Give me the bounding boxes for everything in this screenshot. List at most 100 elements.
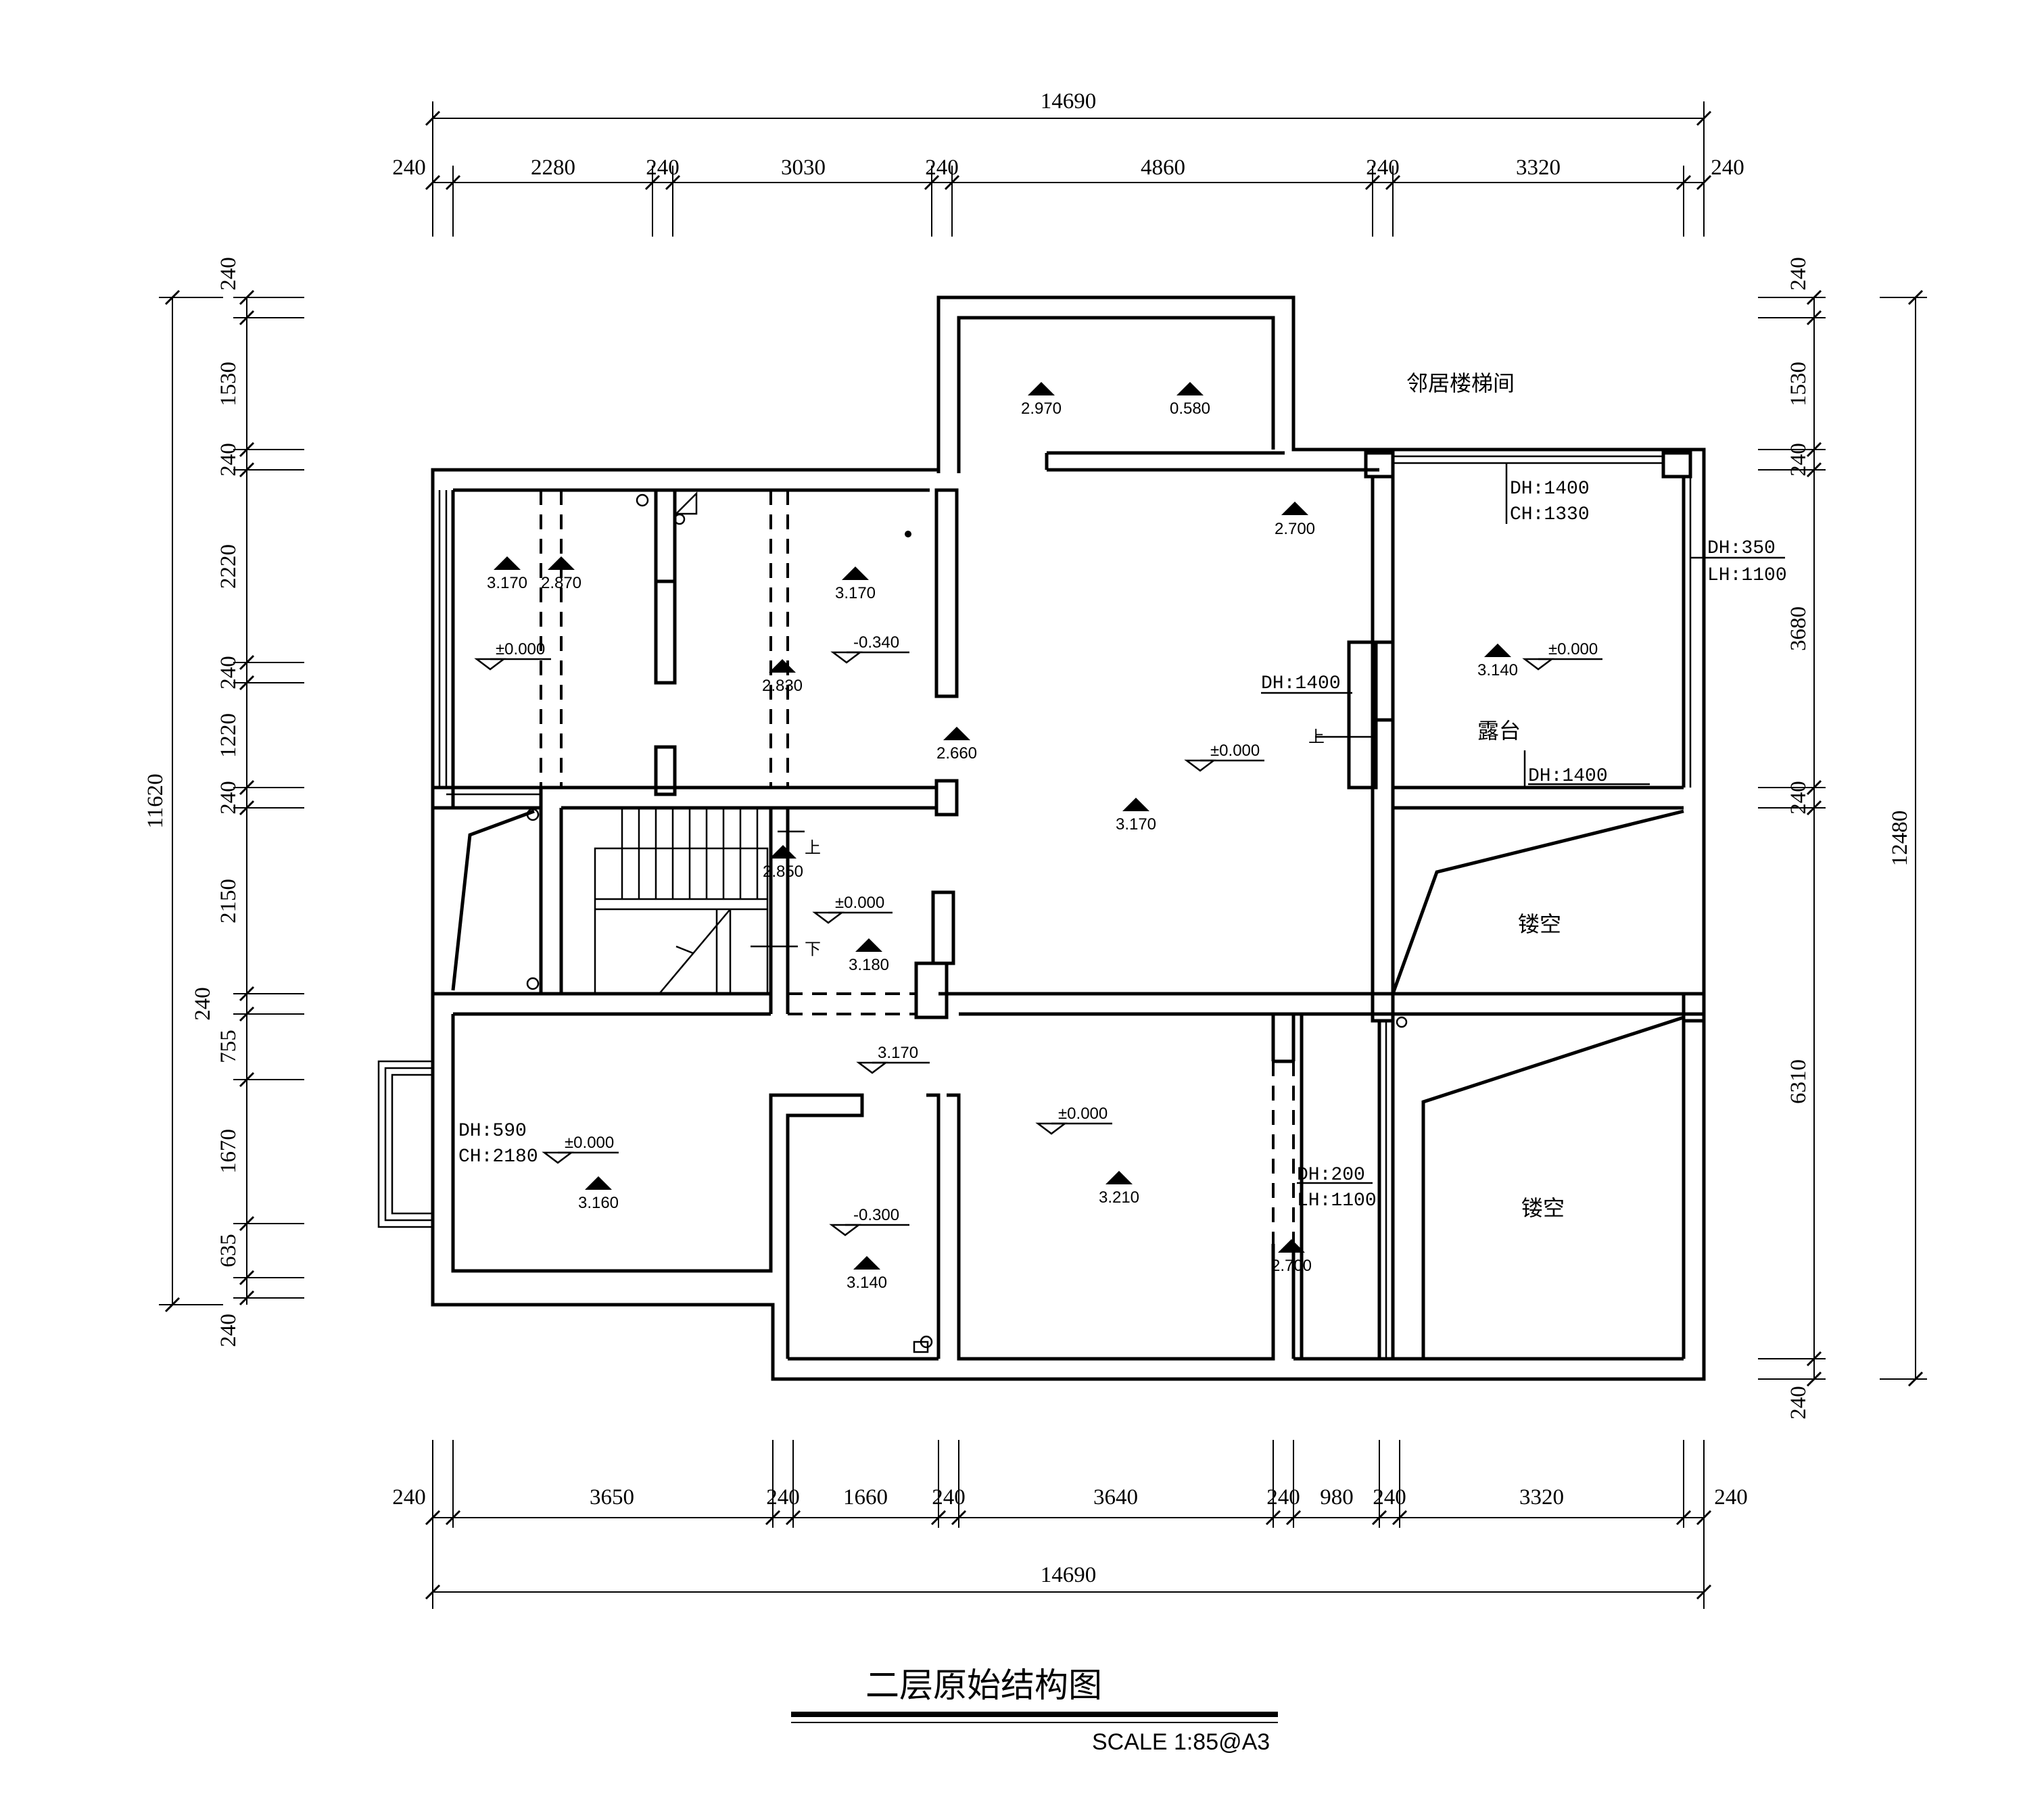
left-dim-2: 1530: [216, 362, 241, 406]
bay-ch-label: CH:2180: [458, 1147, 538, 1167]
left-dim-12: 635: [216, 1234, 241, 1268]
elev-3170a: 3.170: [487, 556, 527, 592]
top-dim-9: 240: [1711, 155, 1744, 180]
elev-2970: 2.970: [1021, 382, 1062, 418]
drawing-title-block: 二层原始结构图 SCALE 1:85@A3: [791, 1666, 1278, 1755]
level-markers: ±0.000 -0.340 ±0.000 ±0.000 ±0.000 3.170…: [474, 633, 1602, 1236]
level-e: ±0.000: [812, 894, 893, 924]
left-dim-5: 240: [216, 656, 241, 690]
svg-text:±0.000: ±0.000: [565, 1134, 614, 1152]
svg-text:3.180: 3.180: [849, 956, 889, 974]
walls: [377, 295, 1706, 1381]
elevation-markers: 2.970 0.580 2.700 3.170 2.870 3.170 2.83…: [487, 382, 1518, 1292]
top-dim-3: 240: [646, 155, 680, 180]
bay-dh-label: DH:590: [458, 1121, 527, 1142]
left-dim-1: 240: [216, 257, 241, 291]
window-ch-label: CH:1330: [1510, 504, 1590, 525]
top-dim-8: 3320: [1516, 155, 1561, 180]
bottom-dim-6: 3640: [1093, 1485, 1138, 1510]
opening-annotations: DH:1400 CH:1330 DH:350 LH:1100 DH:1400 D…: [458, 463, 1787, 1211]
level-c: ±0.000: [1184, 742, 1264, 772]
bottom-dim-5: 240: [932, 1485, 966, 1510]
right-dim-1: 240: [1786, 257, 1811, 291]
svg-text:±0.000: ±0.000: [1210, 742, 1260, 760]
svg-text:0.580: 0.580: [1170, 400, 1210, 418]
stair-up-label-2: 上: [1308, 728, 1325, 746]
bottom-dim-9: 240: [1373, 1485, 1406, 1510]
svg-text:3.140: 3.140: [1477, 661, 1518, 679]
staircase: 上 下 上: [594, 728, 1325, 995]
svg-text:3.160: 3.160: [578, 1194, 619, 1212]
top-total-dim: 14690: [1041, 89, 1097, 114]
left-dim-13: 240: [216, 1313, 241, 1347]
top-dim-5: 240: [925, 155, 959, 180]
svg-text:2.870: 2.870: [541, 574, 581, 592]
elev-3210: 3.210: [1099, 1171, 1139, 1207]
right-total-dim: 12480: [1888, 811, 1912, 867]
terrace-label: 露台: [1477, 718, 1521, 744]
bottom-dim-7: 240: [1266, 1485, 1300, 1510]
left-dim-8: 2150: [216, 879, 241, 923]
elev-2850: 2.850: [763, 845, 803, 881]
svg-text:3.170: 3.170: [487, 574, 527, 592]
elev-2700b: 2.700: [1271, 1239, 1312, 1275]
top-dimensions: 14690 240 2280 240 3030 240 4860 240 332…: [392, 89, 1744, 237]
left-dim-6: 1220: [216, 713, 241, 758]
bottom-dim-11: 240: [1714, 1485, 1748, 1510]
top-dim-4: 3030: [781, 155, 826, 180]
elev-2830: 2.830: [762, 659, 803, 695]
bottom-total-dim: 14690: [1041, 1563, 1097, 1587]
left-dim-10: 755: [216, 1030, 241, 1063]
elev-3170b: 3.170: [835, 566, 876, 602]
elev-3160: 3.160: [578, 1176, 619, 1212]
left-dim-3: 240: [216, 443, 241, 477]
elev-3170c: 3.170: [1116, 798, 1156, 834]
left-total-dim: 11620: [143, 773, 168, 828]
void-label-upper: 镂空: [1518, 911, 1561, 937]
svg-text:3.170: 3.170: [878, 1044, 918, 1062]
side-window-dh-label: DH:350: [1707, 538, 1776, 559]
level-h: ±0.000: [1035, 1105, 1112, 1135]
svg-text:3.210: 3.210: [1099, 1188, 1139, 1207]
right-dimensions: 240 1530 240 3680 240 6310 240 12480: [1758, 257, 1927, 1420]
void-label-lower: 镂空: [1521, 1195, 1565, 1221]
side-window-lh-label: LH:1100: [1707, 565, 1787, 586]
door-dh-label: DH:1400: [1261, 673, 1341, 694]
level-f: 3.170: [856, 1044, 930, 1074]
elev-2870: 2.870: [541, 556, 581, 592]
top-dim-6: 4860: [1141, 155, 1185, 180]
stair-down-label: 下: [805, 940, 821, 959]
level-b: -0.340: [830, 633, 909, 664]
right-dim-7: 240: [1786, 1386, 1811, 1420]
bottom-dim-8: 980: [1320, 1485, 1354, 1510]
top-dim-7: 240: [1366, 155, 1400, 180]
bottom-dim-10: 3320: [1519, 1485, 1564, 1510]
elev-2660: 2.660: [936, 727, 977, 763]
left-dim-7: 240: [216, 781, 241, 815]
elev-2700a: 2.700: [1275, 502, 1315, 538]
svg-text:3.170: 3.170: [835, 584, 876, 602]
left-dim-4: 2220: [216, 544, 241, 589]
top-dim-2: 2280: [531, 155, 575, 180]
right-dim-4: 3680: [1786, 606, 1811, 651]
right-dim-2: 1530: [1786, 362, 1811, 406]
svg-text:±0.000: ±0.000: [496, 640, 545, 658]
level-d: ±0.000: [1522, 640, 1602, 671]
svg-text:-0.340: -0.340: [853, 633, 899, 652]
svg-text:2.700: 2.700: [1275, 520, 1315, 538]
svg-text:2.970: 2.970: [1021, 400, 1062, 418]
stair-up-label-1: 上: [805, 839, 821, 857]
right-dim-6: 6310: [1786, 1059, 1811, 1104]
room-labels: 邻居楼梯间 露台 镂空 镂空: [1406, 370, 1565, 1221]
svg-text:±0.000: ±0.000: [1058, 1105, 1108, 1123]
svg-text:2.660: 2.660: [936, 744, 977, 763]
bottom-dim-1: 240: [392, 1485, 426, 1510]
elev-3140b: 3.140: [847, 1256, 887, 1292]
opening-lh-label: LH:1100: [1297, 1190, 1377, 1211]
top-dim-1: 240: [392, 155, 426, 180]
level-i: -0.300: [829, 1206, 909, 1236]
elev-0580: 0.580: [1170, 382, 1210, 418]
svg-text:2.700: 2.700: [1271, 1257, 1312, 1275]
drawing-scale: SCALE 1:85@A3: [1092, 1729, 1270, 1755]
